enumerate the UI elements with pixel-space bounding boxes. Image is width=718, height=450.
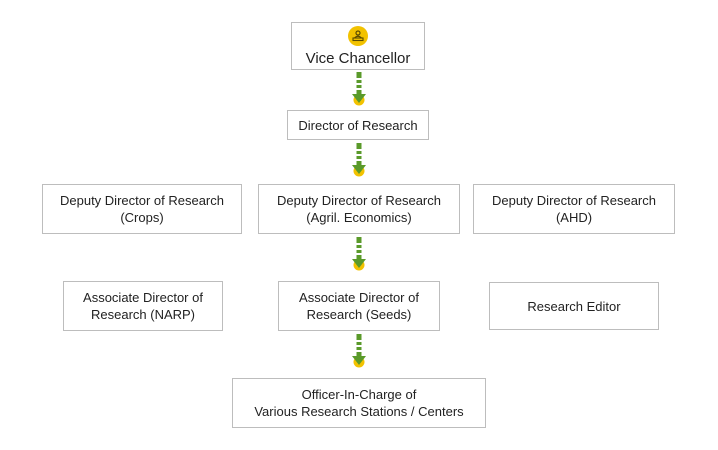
deputy-agril-line2: (Agril. Economics) (306, 210, 412, 225)
connector-arrow (349, 334, 369, 368)
officer-in-charge-node: Officer-In-Charge of Various Research St… (232, 378, 486, 428)
associate-narp-line1: Associate Director of (83, 290, 203, 305)
officer-line1: Officer-In-Charge of (301, 387, 417, 402)
deputy-director-ahd-node: Deputy Director of Research (AHD) (473, 184, 675, 234)
director-node: Director of Research (287, 110, 429, 140)
associate-director-seeds-node: Associate Director of Research (Seeds) (278, 281, 440, 331)
associate-narp-line2: Research (NARP) (90, 307, 196, 322)
connector-arrow (349, 237, 369, 271)
connector-arrow (349, 143, 369, 177)
vice-chancellor-node: Vice Chancellor (291, 22, 425, 70)
deputy-director-agril-economics-node: Deputy Director of Research (Agril. Econ… (258, 184, 460, 234)
deputy-crops-line1: Deputy Director of Research (59, 193, 224, 208)
associate-seeds-line1: Associate Director of (299, 290, 419, 305)
deputy-agril-line1: Deputy Director of Research (276, 193, 441, 208)
deputy-crops-line2: (Crops) (120, 210, 164, 225)
research-editor-label: Research Editor (527, 298, 621, 314)
director-label: Director of Research (298, 117, 418, 133)
officer-line2: Various Research Stations / Centers (254, 404, 464, 419)
associate-seeds-line2: Research (Seeds) (306, 307, 412, 322)
vice-chancellor-label: Vice Chancellor (305, 49, 411, 67)
connector-arrow (349, 72, 369, 106)
research-editor-node: Research Editor (489, 282, 659, 330)
deputy-ahd-line1: Deputy Director of Research (491, 193, 656, 208)
deputy-ahd-line2: (AHD) (555, 210, 593, 225)
deputy-director-crops-node: Deputy Director of Research (Crops) (42, 184, 242, 234)
associate-director-narp-node: Associate Director of Research (NARP) (63, 281, 223, 331)
person-at-desk-icon (348, 25, 368, 46)
